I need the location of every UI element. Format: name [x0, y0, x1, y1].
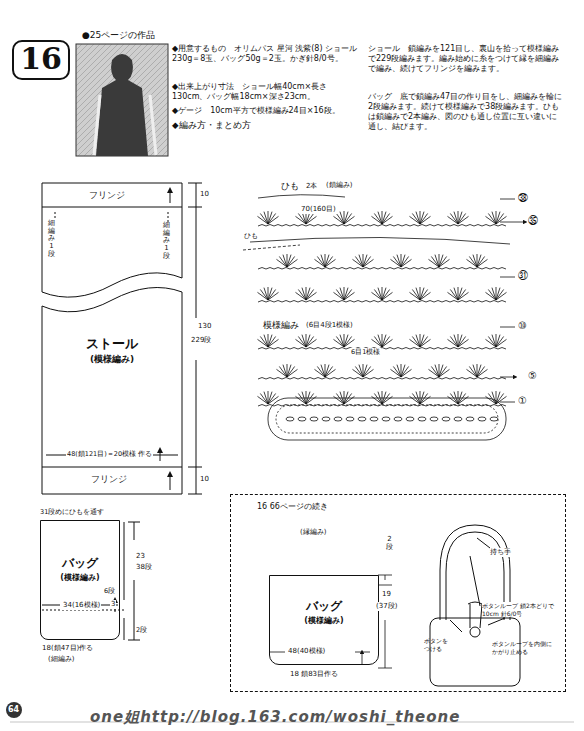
part-label: 持ち手	[490, 548, 511, 557]
part-label: ひも	[280, 181, 300, 192]
row-number: ①	[517, 395, 528, 408]
part-label: ひも	[243, 232, 259, 241]
dimension: 229段	[190, 336, 212, 345]
node-title: 16	[14, 42, 68, 76]
note: 6目1模様	[350, 348, 381, 356]
stole-note: ショール 鎖編みを121目し、裏山を拾って模様編みで229段編みます。編み始めに…	[368, 44, 564, 74]
dimension: 2段	[135, 626, 148, 634]
node-title: ストール	[70, 335, 154, 353]
gauge: ◆ゲージ 10cm平方で模様編み24目×16段。	[172, 106, 360, 116]
bag-note: バッグ 底で鎖編み47目の作り目をし、細編みを輪に2段編みます。続けて模様編みで…	[368, 92, 564, 132]
part-label: フリンジ	[90, 474, 128, 485]
edge-label: 細編み1段	[47, 220, 56, 258]
dimension: 38段	[135, 563, 153, 572]
note: (6目4段1模様)	[305, 321, 354, 330]
bag-dimensions-2	[270, 575, 392, 668]
row-number: ㊳	[517, 192, 529, 205]
part-label: フリンジ	[88, 190, 126, 201]
node-title: バッグ	[41, 555, 119, 572]
dimension: 70(160目)	[300, 205, 337, 214]
dimension: 48(鎖121目)＝20模様 作る	[66, 450, 153, 458]
watermark: one姐http://blog.163.com/woshi_theone	[90, 708, 460, 727]
node-title: 16 66ページの続き	[257, 501, 565, 512]
dimension: 48(40模様)	[287, 647, 326, 656]
node-subtitle: (模様編み)	[41, 572, 119, 583]
bag-dimension-lines	[42, 522, 140, 640]
note: ボタンループ 鎖2本どりで10cm 針6/0号	[482, 602, 562, 617]
dimension: 6段	[103, 587, 116, 595]
photo	[76, 44, 168, 156]
dimension: 19	[381, 590, 392, 599]
note: (鎖編み)	[325, 181, 353, 190]
method-heading: ◆編み方・まとめ方	[172, 120, 251, 131]
dimension: 10	[199, 190, 210, 199]
dimension: 130	[197, 322, 212, 331]
note: ボタンを つける	[424, 637, 452, 652]
dimension: 18(鎖47目)作る	[42, 644, 93, 653]
dimension: 10	[199, 475, 210, 484]
node-subtitle: (模様編み)	[70, 353, 154, 366]
dimension: 3	[110, 600, 116, 609]
row-number: ㉛	[517, 270, 529, 283]
dimension: 23	[135, 552, 146, 561]
shape-outline: ストール(模様編み)	[70, 335, 154, 370]
pattern-number: 16	[12, 40, 70, 80]
note: 31段めにひもを通す	[40, 508, 104, 516]
note: 2本	[305, 182, 318, 191]
note: ボタンループを内側にかがり止める	[492, 640, 554, 655]
size: ◆出来上がり寸法 ショール幅40cm×長さ130cm、バッグ幅18cm×深さ23…	[172, 82, 360, 102]
dimension: 2段	[386, 536, 393, 551]
dimension: (37段)	[375, 602, 398, 611]
edge-label: 細編み1段	[162, 222, 171, 260]
stitch-label: (縁編み)	[300, 528, 326, 537]
stole-outline	[42, 183, 202, 494]
heading: ●25ページの作品	[82, 30, 155, 41]
dimension: 34(16模様)	[62, 601, 101, 610]
page-number: 64	[8, 705, 19, 715]
node-subtitle: (模様編み)	[270, 615, 378, 626]
note-frame: 16 66ページの続きバッグ(模様編み)	[230, 494, 566, 692]
stitch-chart	[243, 195, 525, 440]
part-label: 模様編み	[262, 320, 300, 331]
stitch-label: (細編み)	[48, 655, 74, 664]
row-number: ㉟	[527, 215, 539, 228]
shape-outline: バッグ(模様編み)	[40, 520, 120, 640]
node-title: バッグ	[270, 598, 378, 615]
dimension: 18 鎖83目作る	[290, 670, 338, 679]
materials: ◆用意するもの オリムパス 星河 浅紫(8) ショール230g＝8玉、バッグ50…	[172, 44, 360, 64]
row-number: ⑤	[527, 370, 538, 383]
row-number: ⑩	[517, 320, 528, 333]
